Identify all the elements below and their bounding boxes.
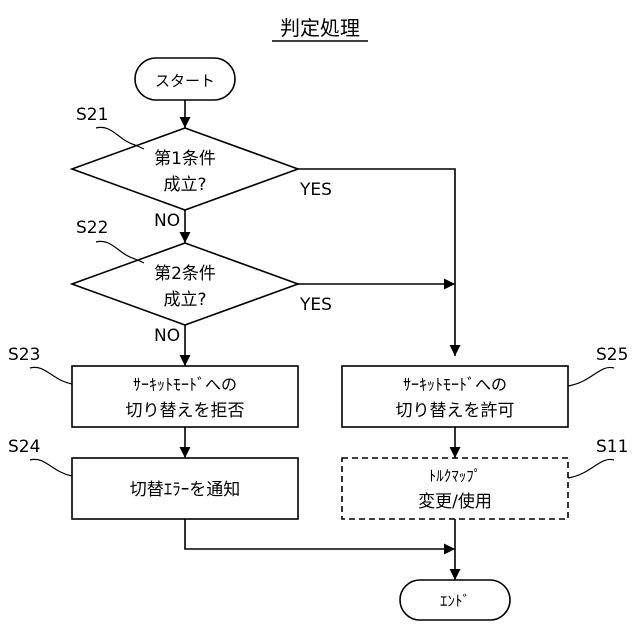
start-label: スタート [155,72,215,90]
decision-1 [72,128,298,210]
step-label-s24: S24 [8,437,40,457]
decision-1-line1: 第1条件 [154,149,216,169]
process-s25-line1: ｻｰｷｯﾄﾓｰﾄﾞへの [403,375,507,394]
process-s23-line2: 切り替えを拒否 [126,401,245,421]
decision-2 [72,243,298,325]
leader-s11 [568,459,614,478]
d2-yes-label: YES [299,295,332,315]
step-label-s25: S25 [596,345,628,365]
process-s11-line2: 変更/使用 [418,491,492,512]
diagram-title: 判定処理 [280,16,360,40]
end-label: ｴﾝﾄﾞ [440,592,470,610]
leader-s21 [96,127,144,149]
d2-no-label: NO [154,326,180,346]
leader-s24 [30,459,72,476]
process-s23-line1: ｻｰｷｯﾄﾓｰﾄﾞへの [133,375,237,394]
process-s24-text: 切替ｴﾗｰを通知 [130,480,241,500]
step-label-s11: S11 [596,437,628,457]
d1-no-label: NO [154,211,180,231]
edge-s24-merge [185,519,455,549]
decision-2-line2: 成立? [163,290,206,310]
leader-s23 [30,367,72,384]
step-label-s22: S22 [76,218,108,238]
leader-s25 [568,367,614,386]
process-s25-line2: 切り替えを許可 [396,401,515,421]
d1-yes-label: YES [299,180,332,200]
step-label-s21: S21 [76,105,108,125]
leader-s22 [96,241,144,263]
process-s11-line1: ﾄﾙｸﾏｯﾌﾟ [429,467,482,485]
decision-1-line2: 成立? [163,175,206,195]
decision-2-line1: 第2条件 [154,264,216,284]
step-label-s23: S23 [8,345,40,365]
